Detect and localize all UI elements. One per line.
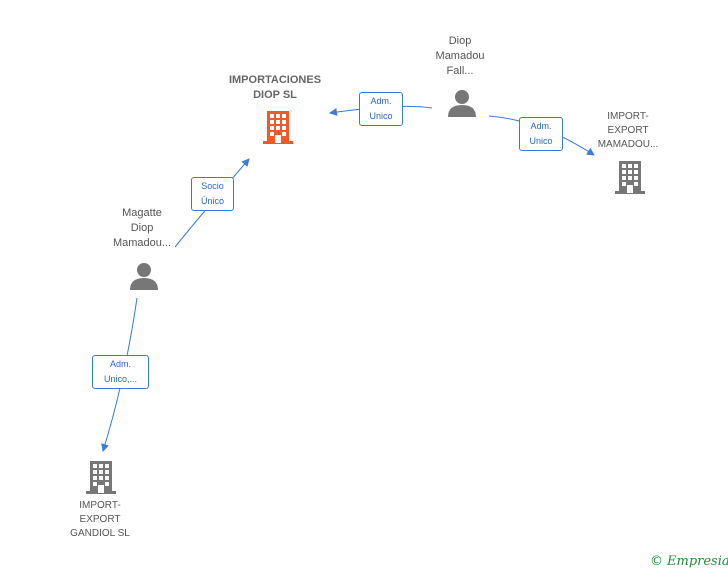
node-label-line: IMPORTACIONES (228, 74, 322, 86)
edge-label-adm-unico[interactable]: Adm. Unico (359, 92, 403, 126)
edge-label-line: Socio (201, 181, 224, 191)
edge-label-adm-unico-more[interactable]: Adm. Unico,... (92, 355, 149, 389)
building-icon[interactable] (262, 109, 294, 145)
edge-label-line: Unico (369, 111, 393, 121)
node-label-line: EXPORT (79, 514, 121, 525)
node-label-line: DIOP SL (253, 89, 297, 101)
node-label-line: Magatte (122, 207, 162, 219)
empresia-watermark: © Empresia (650, 554, 728, 569)
edge-label-line: Adm. (530, 121, 552, 131)
person-icon[interactable] (447, 88, 477, 118)
watermark-text: Empresia (667, 554, 728, 569)
edge-label-adm-unico[interactable]: Adm. Unico (519, 117, 563, 151)
copyright-icon: © (650, 554, 663, 569)
edge-label-line: Adm. (109, 359, 131, 369)
node-label-line: Diop (448, 35, 472, 47)
edge-label-line: Unico (529, 136, 553, 146)
node-label-line: Fall... (446, 65, 474, 77)
edge-label-line: Adm. (370, 96, 392, 106)
node-label-line: EXPORT (607, 125, 649, 136)
node-label-line: MAMADOU... (597, 139, 659, 150)
edge-label-socio-unico[interactable]: Socio Único (191, 177, 234, 211)
node-label-importaciones-diop[interactable]: IMPORTACIONES DIOP SL (215, 73, 335, 103)
node-label-line: IMPORT- (607, 111, 649, 122)
node-label-line: GANDIOL SL (70, 528, 130, 539)
edge-label-line: Único (200, 196, 224, 206)
node-label-import-export-gandiol[interactable]: IMPORT- EXPORT GANDIOL SL (55, 499, 145, 541)
building-icon[interactable] (85, 459, 117, 495)
node-label-import-export-mamadou[interactable]: IMPORT- EXPORT MAMADOU... (585, 110, 671, 152)
node-label-line: Diop (130, 222, 154, 234)
node-label-line: IMPORT- (79, 500, 121, 511)
edge-label-line: Unico,... (103, 374, 137, 384)
node-label-magatte-diop[interactable]: Magatte Diop Mamadou... (100, 206, 184, 251)
node-label-line: Mamadou (435, 50, 485, 62)
building-icon[interactable] (614, 159, 646, 195)
node-label-diop-mamadou[interactable]: Diop Mamadou Fall... (420, 34, 500, 79)
person-icon[interactable] (129, 261, 159, 291)
node-label-line: Mamadou... (112, 237, 172, 249)
